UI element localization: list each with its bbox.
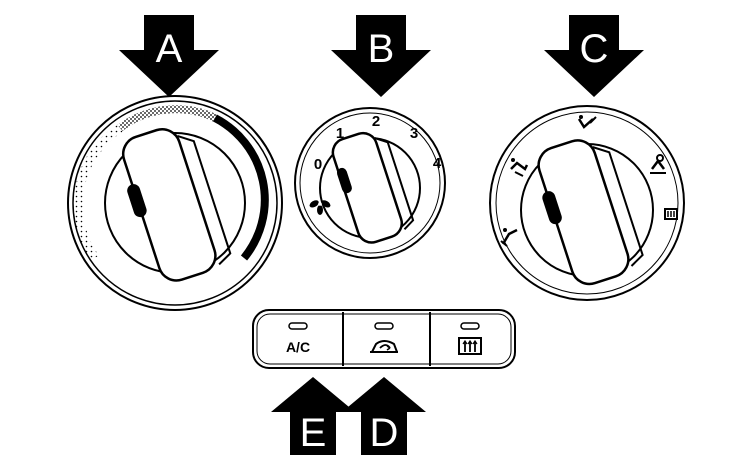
fan-speed-4: 4 [433,155,442,172]
fan-speed-3: 3 [410,125,418,142]
ac-indicator-light [288,322,308,330]
callout-arrow-e: E [271,377,355,455]
fan-speed-0: 0 [314,156,322,173]
arrow-a-label: A [156,27,183,71]
recirculation-button[interactable] [370,322,398,353]
fan-speed-2: 2 [372,113,380,130]
temperature-scale-hot [213,114,269,261]
rear-defrost-button[interactable] [458,322,482,355]
temperature-indicator-slot [127,184,147,218]
callout-arrow-c: C [544,15,644,97]
callout-arrow-b: B [331,15,431,97]
arrow-c-label: C [580,27,609,71]
button-panel: A/C [252,309,516,369]
arrow-d-label: D [370,411,399,455]
temperature-scale-mid [117,105,217,132]
rear-defrost-indicator-light [460,322,480,330]
recirculation-icon [370,340,398,353]
fan-knob-grip [331,131,404,244]
arrow-b-label: B [368,27,395,71]
ac-button[interactable]: A/C [286,322,310,355]
windshield-defrost-icon [664,208,678,220]
callout-arrow-d: D [342,377,426,455]
ac-button-label: A/C [286,339,310,355]
floor-defrost-icon [650,154,666,174]
rear-defrost-icon [458,337,482,355]
fan-speed-dial[interactable]: 0 1 2 3 4 [294,107,446,259]
fan-icon [309,200,331,215]
arrow-e-label: E [300,411,327,455]
fan-speed-1: 1 [336,125,344,142]
callout-arrow-a: A [119,15,219,97]
floor-icon [500,228,518,247]
air-distribution-dial[interactable] [489,105,685,301]
temperature-dial[interactable] [67,95,283,311]
distribution-indicator-slot [542,191,562,225]
fan-indicator-slot [336,167,352,194]
bi-level-icon [510,158,529,177]
face-vent-icon [577,115,597,129]
recirculation-indicator-light [374,322,394,330]
temperature-scale-cold [73,124,123,261]
